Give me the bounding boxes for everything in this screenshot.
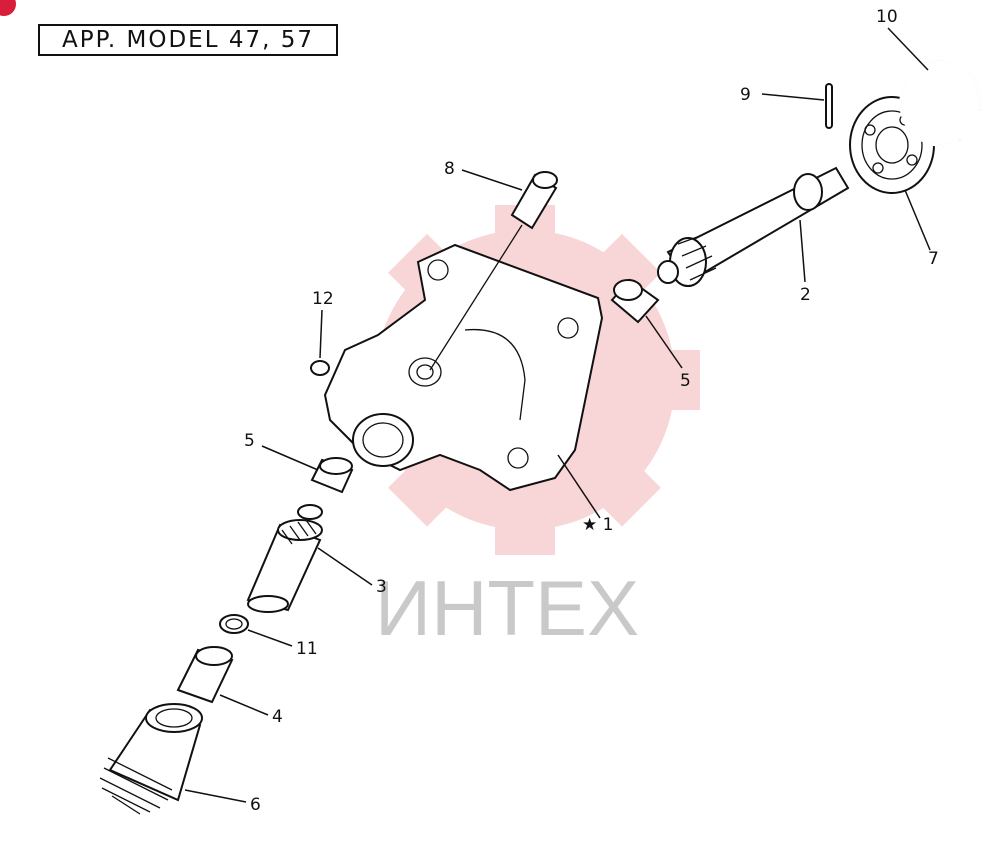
leader-7 <box>904 189 931 251</box>
leader-1 <box>557 454 601 519</box>
callout-12: 12 <box>312 289 334 309</box>
part-2-shaft <box>657 166 850 287</box>
part-8-grease-fitting <box>510 171 558 230</box>
leader-6 <box>184 789 247 803</box>
leader-5a <box>261 445 319 471</box>
leader-8 <box>461 169 523 191</box>
part-5-collar-lower <box>310 457 354 494</box>
part-11-washer <box>219 614 249 634</box>
watermark-text: ИНТЕХ <box>375 564 639 652</box>
callout-6: 6 <box>250 795 261 815</box>
part-12-set-screw <box>310 360 330 376</box>
callout-9: 9 <box>740 85 751 105</box>
leader-9 <box>761 93 825 101</box>
part-1-housing <box>323 243 604 492</box>
callout-8: 8 <box>444 159 455 179</box>
leader-4 <box>219 694 269 716</box>
part-10-snap-ring <box>899 60 982 147</box>
callout-1: ★ 1 <box>582 515 613 535</box>
corner-marker <box>0 0 16 16</box>
callout-10: 10 <box>876 7 898 27</box>
part-4-bushing <box>176 646 234 704</box>
part-5-collar-upper <box>610 278 660 324</box>
leader-10 <box>887 27 929 71</box>
callout-2: 2 <box>800 285 811 305</box>
callout-4: 4 <box>272 707 283 727</box>
leader-2 <box>799 219 806 283</box>
leader-12 <box>319 309 323 359</box>
part-3-driven-gear <box>246 504 323 613</box>
part-6-nut <box>99 703 203 815</box>
assembly-axis-8 <box>429 224 523 371</box>
callout-5-lower: 5 <box>244 431 255 451</box>
callout-5-upper: 5 <box>680 371 691 391</box>
leader-5b <box>645 315 683 369</box>
part-9-pin <box>825 83 833 129</box>
callout-11: 11 <box>296 639 318 659</box>
leader-3 <box>317 547 373 586</box>
leader-11 <box>247 629 293 647</box>
model-label: APP. MODEL 47, 57 <box>38 24 338 56</box>
callout-7: 7 <box>928 249 939 269</box>
callout-3: 3 <box>376 577 387 597</box>
